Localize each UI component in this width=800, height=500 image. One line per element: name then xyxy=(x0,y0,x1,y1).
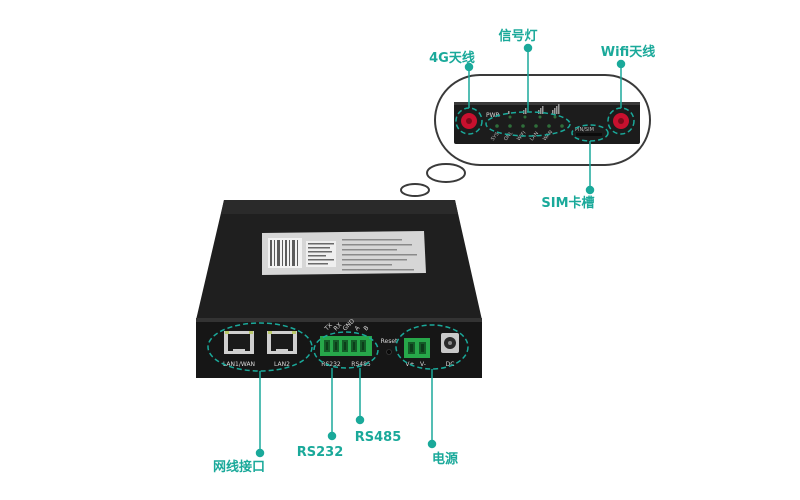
callout-ethernet: 网线接口 xyxy=(213,459,265,475)
ethernet-port-lan1 xyxy=(224,331,254,354)
sim-slot-opening xyxy=(576,133,602,136)
status-leds xyxy=(495,115,564,128)
callout-4g-antenna: 4G天线 xyxy=(429,50,475,66)
callout-rs232: RS232 xyxy=(297,445,344,460)
fp-pwr-label: PWR xyxy=(486,112,500,119)
ethernet-port-lan2 xyxy=(267,331,297,354)
product-label-sticker xyxy=(262,231,426,275)
fp-lan-label: LAN xyxy=(529,131,540,143)
highlight-power xyxy=(395,324,469,370)
port-label-rs485: RS485 xyxy=(351,361,371,368)
router-device: LAN1/WAN LAN2 TX RX GND A B RS232 RS485 … xyxy=(196,200,482,378)
port-label-dc: DC xyxy=(446,361,455,368)
thought-bubble-medium xyxy=(426,163,466,183)
pin-label-rx: RX xyxy=(332,322,343,333)
serial-terminal-block xyxy=(320,336,372,356)
dc-power-jack xyxy=(441,333,459,353)
fp-onl-label: ONL xyxy=(503,130,514,142)
callout-rs485: RS485 xyxy=(355,430,402,445)
port-label-lan2: LAN2 xyxy=(274,361,290,368)
callout-wifi-antenna: Wifi天线 xyxy=(601,44,655,60)
port-label-lan1: LAN1/WAN xyxy=(223,361,255,368)
callout-signal-led: 信号灯 xyxy=(498,28,537,44)
power-terminal-block xyxy=(404,338,430,358)
thought-bubble-small xyxy=(400,183,430,197)
pin-label-tx: TX xyxy=(323,322,334,333)
pin-label-b: B xyxy=(362,325,370,333)
pin-label-a: A xyxy=(353,324,361,332)
fp-sim-label: PIN/SIM xyxy=(575,127,594,133)
highlight-sim-slot xyxy=(571,124,609,142)
port-label-rs232: RS232 xyxy=(321,361,341,368)
fp-sys-label: SYS xyxy=(490,131,501,142)
callout-sim-slot: SIM卡槽 xyxy=(541,195,594,211)
port-label-vminus: V- xyxy=(420,361,426,368)
highlight-ethernet-ports xyxy=(207,322,313,372)
reset-label: Reset xyxy=(381,338,398,345)
highlight-serial-ports xyxy=(313,331,379,369)
callout-power: 电源 xyxy=(432,451,458,467)
reset-button xyxy=(386,349,392,355)
